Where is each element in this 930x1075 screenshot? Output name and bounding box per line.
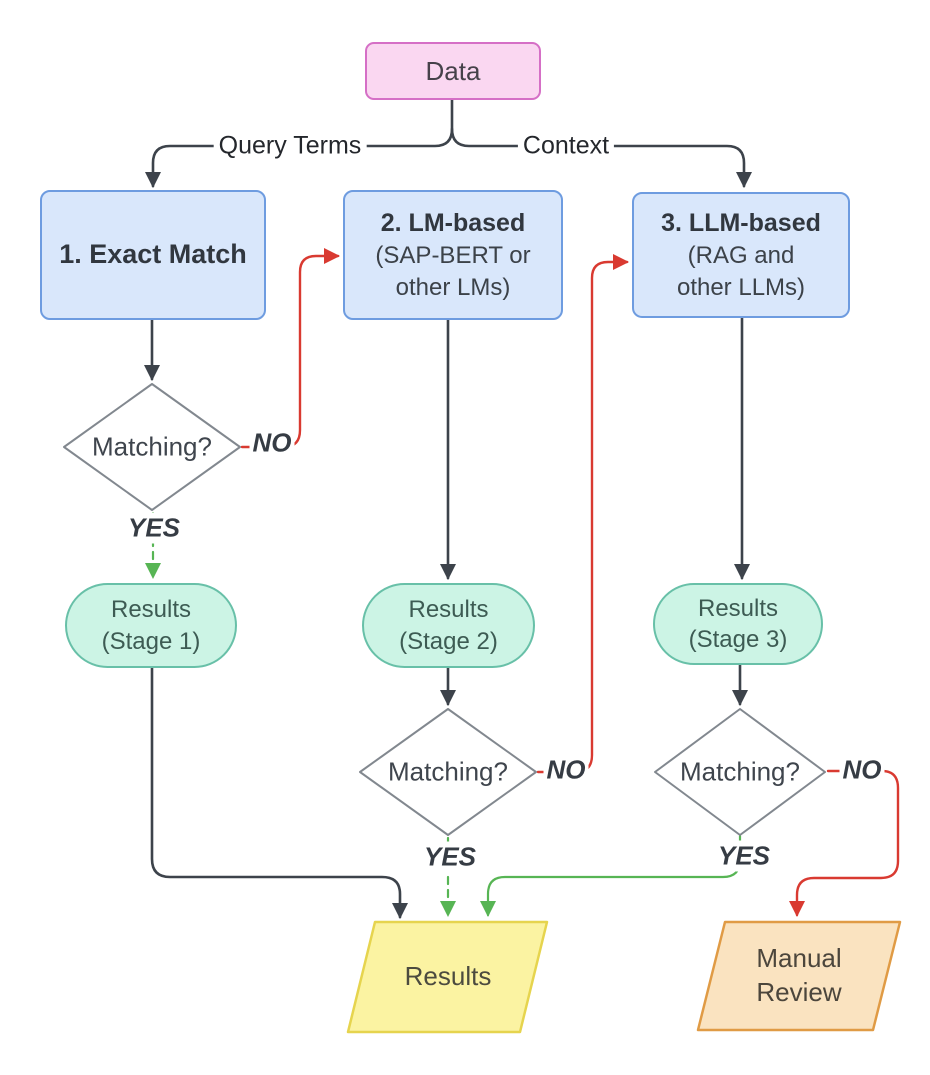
decision2-label: Matching?: [388, 756, 508, 787]
branch-label-query-terms: Query Terms: [213, 131, 367, 161]
data-node: Data: [365, 42, 541, 100]
results-stage1-node: Results (Stage 1): [65, 583, 237, 668]
edge-yes3-to-final: [480, 834, 742, 917]
manual-review-parallelogram: [696, 920, 902, 1032]
results-stage2-line2: (Stage 2): [399, 627, 498, 655]
final-results-parallelogram: [346, 920, 549, 1034]
results-stage3-line2: (Stage 3): [688, 626, 788, 653]
decision3-diamond: [654, 708, 826, 836]
decision2-no-label: NO: [543, 754, 589, 786]
results-stage1-line2: (Stage 1): [101, 627, 201, 655]
stage2-title: 2. LM-based: [380, 208, 526, 237]
decision1-diamond: [63, 383, 241, 511]
manual-review-label: Manual Review: [756, 943, 842, 1007]
stage1-exact-match-box: 1. Exact Match: [40, 190, 266, 320]
results-stage2-line1: Results: [408, 596, 489, 624]
data-node-label: Data: [425, 55, 481, 86]
stage3-subtitle-line1: (RAG and: [687, 241, 795, 269]
stage1-title: 1. Exact Match: [59, 239, 247, 270]
stage3-title: 3. LLM-based: [661, 208, 821, 237]
results-stage3-line1: Results: [697, 594, 779, 622]
decision3-label: Matching?: [680, 756, 800, 787]
results-stage3-node: Results (Stage 3): [653, 583, 823, 665]
edge-no3-to-manual-review: [789, 769, 900, 917]
edge-no2-to-stage3: [536, 254, 629, 774]
decision1-label: Matching?: [92, 431, 212, 462]
decision1-no-label: NO: [249, 427, 295, 459]
stage2-lm-based-box: 2. LM-based (SAP-BERT or other LMs): [343, 190, 563, 320]
decision2-diamond: [359, 708, 537, 836]
final-results-label: Results: [404, 961, 492, 992]
edge-results1-to-final: [150, 666, 408, 919]
stage3-llm-based-box: 3. LLM-based (RAG and other LLMs): [632, 192, 850, 318]
stage2-subtitle-line1: (SAP-BERT or: [375, 241, 531, 269]
stage2-subtitle-line2: other LMs): [395, 273, 511, 301]
decision1-yes-label: YES: [124, 512, 184, 544]
decision3-yes-label: YES: [714, 840, 774, 872]
stage3-subtitle-line2: other LLMs): [676, 273, 806, 301]
results-stage2-node: Results (Stage 2): [362, 583, 535, 668]
decision2-yes-label: YES: [420, 841, 480, 873]
results-stage1-line1: Results: [110, 596, 192, 624]
edge-data-to-stage3: [450, 127, 752, 188]
branch-label-context: Context: [517, 131, 615, 161]
decision3-no-label: NO: [839, 754, 885, 786]
